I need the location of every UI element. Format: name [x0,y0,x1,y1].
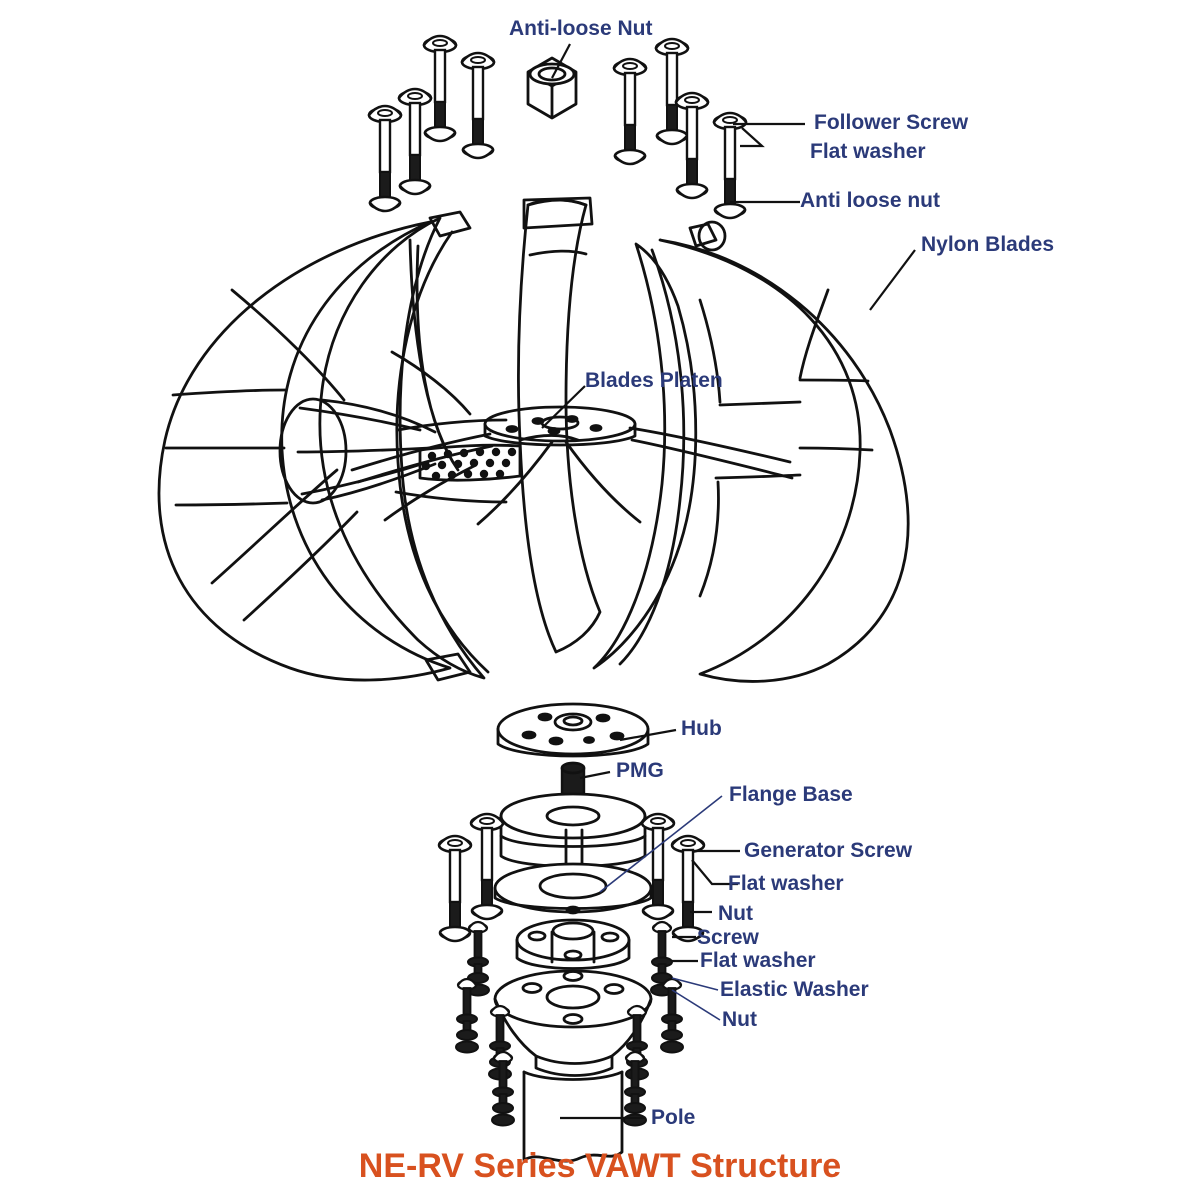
label-pole: Pole [651,1106,696,1129]
label-flange-base: Flange Base [729,783,853,806]
figure-title: NE-RV Series VAWT Structure [358,1147,842,1185]
label-generator-screw: Generator Screw [744,839,913,862]
label-hub: Hub [681,717,722,740]
label-follower-screw: Follower Screw [814,111,969,134]
lower-assembly [493,702,653,1163]
label-nut-generator: Nut [718,902,753,925]
top-bolt-group-right [612,37,748,220]
label-anti-loose-nut-right: Anti loose nut [800,189,940,212]
anti-loose-nut-part [526,56,578,120]
label-pmg: PMG [616,759,664,782]
label-flat-washer-generator: Flat washer [728,872,844,895]
label-elastic-washer: Elastic Washer [720,978,869,1001]
top-bolt-group-left [367,34,496,213]
label-nylon-blades: Nylon Blades [921,233,1055,256]
label-blades-platen: Blades Platen [585,369,723,392]
label-screw: Screw [697,926,759,949]
label-flat-washer-top: Flat washer [810,140,926,163]
label-nut-lower: Nut [722,1008,757,1031]
label-anti-loose-nut-top: Anti-loose Nut [509,17,653,40]
turbine-rotor-assembly [157,196,910,683]
label-flat-washer-lower: Flat washer [700,949,816,972]
leader-lines [541,43,916,1120]
